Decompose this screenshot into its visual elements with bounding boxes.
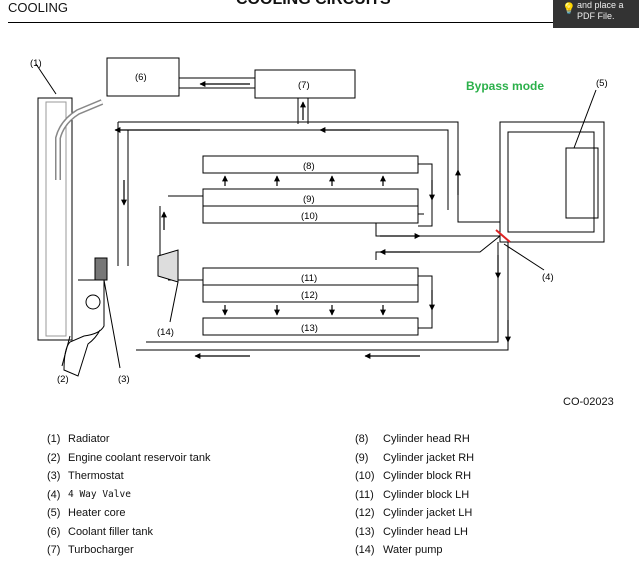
- cooling-circuit-diagram: Bypass mode (1) (6) (7) (5) (8) (9) (10)…: [30, 57, 608, 385]
- callout-13: (13): [301, 323, 318, 334]
- legend-label: Cylinder jacket LH: [383, 507, 473, 519]
- legend-label: Cylinder head LH: [383, 525, 468, 538]
- legend-label: Engine coolant reservoir tank: [68, 451, 211, 464]
- callout-6: (6): [135, 72, 147, 83]
- legend-number: (12): [355, 507, 375, 519]
- figure-code: CO-02023: [563, 396, 614, 408]
- hose-top: [118, 121, 500, 223]
- callout-10: (10): [301, 211, 318, 222]
- lightbulb-icon: 💡: [562, 3, 576, 15]
- header-divider: [8, 22, 631, 23]
- callout-12: (12): [301, 290, 318, 301]
- legend-number: (6): [47, 525, 61, 538]
- notification-toast[interactable]: 💡 and place a PDF File.: [553, 0, 639, 28]
- radiator: [37, 97, 73, 341]
- reservoir-tank: [63, 279, 105, 377]
- toast-line-2: PDF File.: [577, 11, 615, 21]
- legend-number: (13): [355, 525, 375, 538]
- hose-left: [117, 122, 129, 266]
- callout-3: (3): [118, 374, 130, 385]
- callout-5: (5): [596, 78, 608, 89]
- callout-14: (14): [157, 327, 174, 338]
- radiator-hose: [55, 99, 104, 180]
- legend-label: Water pump: [383, 544, 443, 556]
- hose-turbo-down: [297, 98, 309, 124]
- legend-label: Cylinder jacket RH: [383, 451, 475, 464]
- toast-line-1: and place a: [577, 0, 624, 10]
- hose-right-lh: [418, 275, 433, 329]
- legend-label: Radiator: [68, 433, 110, 445]
- callout-7: (7): [298, 80, 310, 91]
- hose-bottom-inner: [146, 242, 499, 343]
- callout-11: (11): [301, 273, 317, 284]
- legend-label: Cylinder head RH: [383, 433, 470, 445]
- legend-number: (5): [47, 507, 61, 519]
- hose-top-inner: [124, 129, 449, 210]
- heater-loop-inner: [507, 131, 595, 233]
- callout-1: (1): [30, 58, 42, 69]
- legend-number: (4): [47, 488, 61, 501]
- legend-number: (10): [355, 470, 375, 482]
- legend-label: Cylinder block LH: [383, 488, 470, 501]
- legend-label: Coolant filler tank: [68, 525, 153, 538]
- heater-core: [565, 147, 599, 219]
- heater-loop: [499, 121, 605, 243]
- legend-number: (3): [47, 470, 61, 482]
- legend-number: (1): [47, 433, 61, 445]
- legend-number: (11): [355, 488, 374, 501]
- legend-label: Heater core: [68, 507, 126, 519]
- hose-right-rh: [418, 163, 433, 227]
- thermostat: [94, 257, 108, 281]
- reservoir-cap: [85, 294, 101, 310]
- hose-filler-turbo: [179, 77, 255, 89]
- legend-number: (2): [47, 451, 61, 464]
- cylinder-head-lh: [202, 317, 419, 336]
- hose-bottom: [136, 242, 509, 351]
- legend-number: (14): [355, 544, 375, 556]
- callout-8: (8): [303, 161, 315, 172]
- turbocharger: [254, 69, 356, 99]
- legend-number: (8): [355, 433, 369, 445]
- callout-9: (9): [303, 194, 315, 205]
- page-title: COOLING CIRCUITS: [236, 0, 391, 9]
- cylinder-jacket-lh: [202, 284, 419, 303]
- water-pump: [157, 249, 179, 283]
- radiator-core: [45, 101, 67, 337]
- legend-label: Thermostat: [68, 470, 124, 482]
- legend-label: 4 Way Valve: [68, 488, 131, 500]
- legend-number: (7): [47, 544, 61, 556]
- four-way-valve: [495, 229, 511, 243]
- legend-label: Cylinder block RH: [383, 470, 472, 482]
- coolant-filler-tank: [106, 57, 180, 97]
- legend-number: (9): [355, 451, 369, 464]
- callout-4: (4): [542, 272, 554, 283]
- mode-label: Bypass mode: [466, 79, 544, 93]
- section-label: COOLING: [8, 0, 68, 15]
- hose-valve: [375, 223, 501, 260]
- callout-2: (2): [57, 374, 69, 385]
- legend-label: Turbocharger: [68, 544, 134, 556]
